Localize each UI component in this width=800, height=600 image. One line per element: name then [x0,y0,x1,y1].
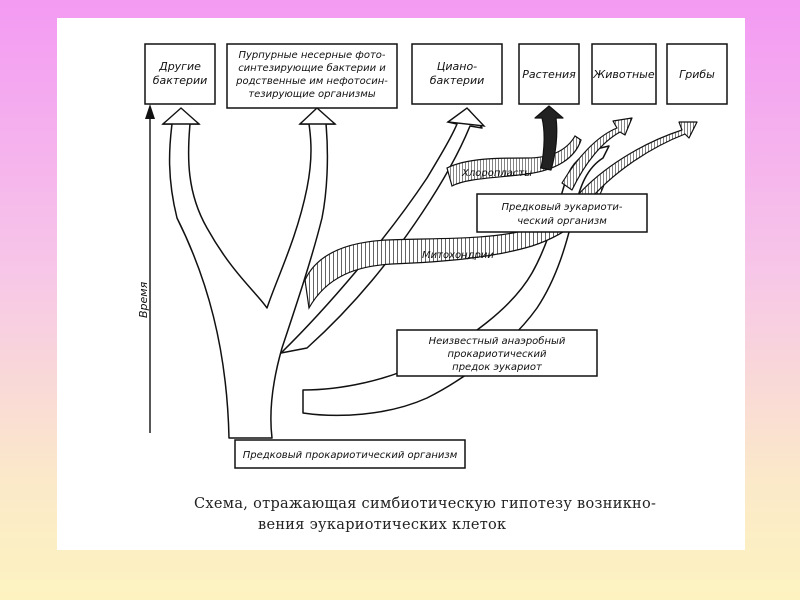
label-animals: Животные [592,68,654,81]
box-other-bacteria [144,43,216,105]
label-ancestral-prokaryote: Предковый прокариотический организм [243,450,458,461]
label-anaerobic-ancestor-3: предок эукариот [452,362,543,373]
box-plants [518,43,580,105]
label-anaerobic-ancestor-2: прокариотический [447,349,547,360]
label-other-bacteria-2: бактерии [153,74,208,87]
label-purple-bacteria-3: родственные им нефотосин- [235,76,388,87]
label-other-bacteria-1: Другие [158,60,201,73]
diagram-frame: Время Другие бактерии Пурпурные несерные… [57,18,745,550]
arrowhead-cyanobacteria [446,107,486,127]
branch-animals [561,117,633,191]
label-chloroplasts: Хлоропласты [461,168,532,179]
label-fungi: Грибы [679,68,715,81]
label-purple-bacteria-4: тезирующие организмы [248,89,375,100]
box-animals [591,43,657,105]
box-purple-bacteria [226,43,398,109]
symbiotic-hypothesis-diagram: Время Другие бактерии Пурпурные несерные… [137,43,728,533]
box-fungi [666,43,728,105]
top-boxes [144,43,728,109]
label-mitochondria: Митохондрии [422,250,494,261]
chloroplast-band [446,135,582,187]
top-box-labels: Другие бактерии Пурпурные несерные фото-… [153,50,715,100]
node-ancestral-prokaryote: Предковый прокариотический организм [234,439,466,469]
node-ancestral-eukaryote: Предковый эукариоти- ческий организм [476,193,648,233]
label-ancestral-eukaryote-2: ческий организм [517,216,607,227]
label-ancestral-eukaryote-1: Предковый эукариоти- [501,202,622,213]
branch-plants [534,105,564,171]
time-axis: Время [137,104,155,433]
label-cyanobacteria-1: Циано- [437,60,477,73]
caption: Схема, отражающая симбиотическую гипотез… [194,496,656,533]
caption-line-1: Схема, отражающая симбиотическую гипотез… [194,496,656,512]
box-cyanobacteria [411,43,503,105]
arrowhead-purple-bacteria [298,107,337,125]
caption-line-2: вения эукариотических клеток [258,517,506,533]
time-axis-label: Время [137,281,150,318]
label-anaerobic-ancestor-1: Неизвестный анаэробный [429,335,566,347]
trunk-branch-other-bacteria [162,109,336,439]
node-anaerobic-ancestor: Неизвестный анаэробный прокариотический … [396,329,598,377]
arrowhead-other-bacteria [161,107,201,125]
label-purple-bacteria-1: Пурпурные несерные фото- [238,50,385,61]
label-purple-bacteria-2: синтезирующие бактерии и [238,62,386,74]
label-cyanobacteria-2: бактерии [430,74,485,87]
label-plants: Растения [522,68,576,81]
